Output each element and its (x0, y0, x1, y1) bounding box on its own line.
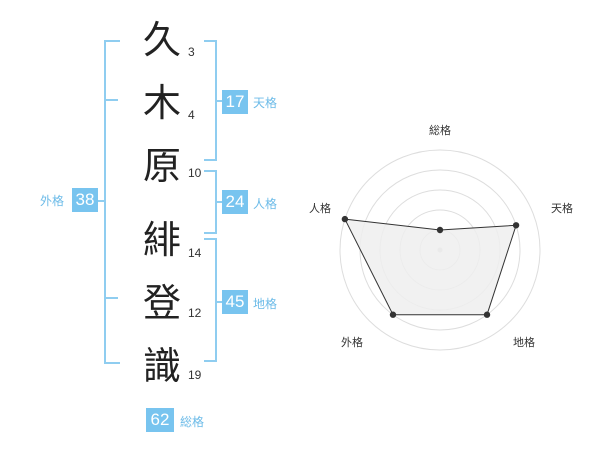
name-char-5: 登 (142, 281, 181, 325)
gaikaku-bracket-tick-bottom (104, 297, 118, 299)
stroke-count-3: 10 (188, 166, 202, 180)
tenkaku-value-box: 17 (222, 90, 248, 114)
radar-value-polygon (344, 218, 517, 316)
chikaku-value-box: 45 (222, 290, 248, 314)
radar-axis-label-1: 総格 (429, 123, 451, 137)
chikaku-label: 地格 (253, 297, 278, 311)
radar-point-1 (436, 226, 444, 234)
chikaku-connector (215, 301, 223, 303)
radar-ring-5 (339, 149, 541, 351)
radar-point-5 (341, 215, 349, 223)
stroke-count-4: 14 (188, 246, 202, 260)
name-char-3: 原 (142, 144, 181, 188)
jinkaku-label: 人格 (253, 197, 278, 211)
tenkaku-label: 天格 (253, 96, 278, 110)
name-char-6: 識 (142, 344, 181, 388)
jinkaku-value-box: 24 (222, 190, 248, 214)
stroke-count-2: 4 (188, 108, 195, 122)
radar-point-2 (512, 222, 520, 229)
radar-axis-label-4: 外格 (341, 335, 363, 349)
chikaku-bracket (204, 238, 217, 362)
radar-point-4 (389, 311, 397, 318)
gaikaku-value-box: 38 (72, 188, 98, 212)
stroke-count-6: 19 (188, 368, 202, 382)
gaikaku-bracket-tick-top (104, 99, 118, 101)
soukaku-value-box: 62 (146, 408, 174, 432)
radar-point-3 (483, 311, 491, 318)
gaikaku-bracket (104, 40, 120, 364)
name-char-1: 久 (142, 18, 181, 62)
radar-axis-label-5: 人格 (309, 201, 331, 215)
stroke-count-5: 12 (188, 306, 202, 320)
radar-axis-label-3: 地格 (513, 335, 535, 349)
gaikaku-label: 外格 (40, 194, 65, 208)
name-char-4: 緋 (142, 218, 181, 262)
name-char-2: 木 (142, 81, 181, 125)
tenkaku-connector (215, 100, 223, 102)
radar-axis-label-2: 天格 (551, 201, 573, 215)
jinkaku-connector (215, 201, 223, 203)
stroke-count-1: 3 (188, 45, 195, 59)
soukaku-label: 総格 (180, 415, 205, 429)
gaikaku-connector (98, 200, 105, 202)
